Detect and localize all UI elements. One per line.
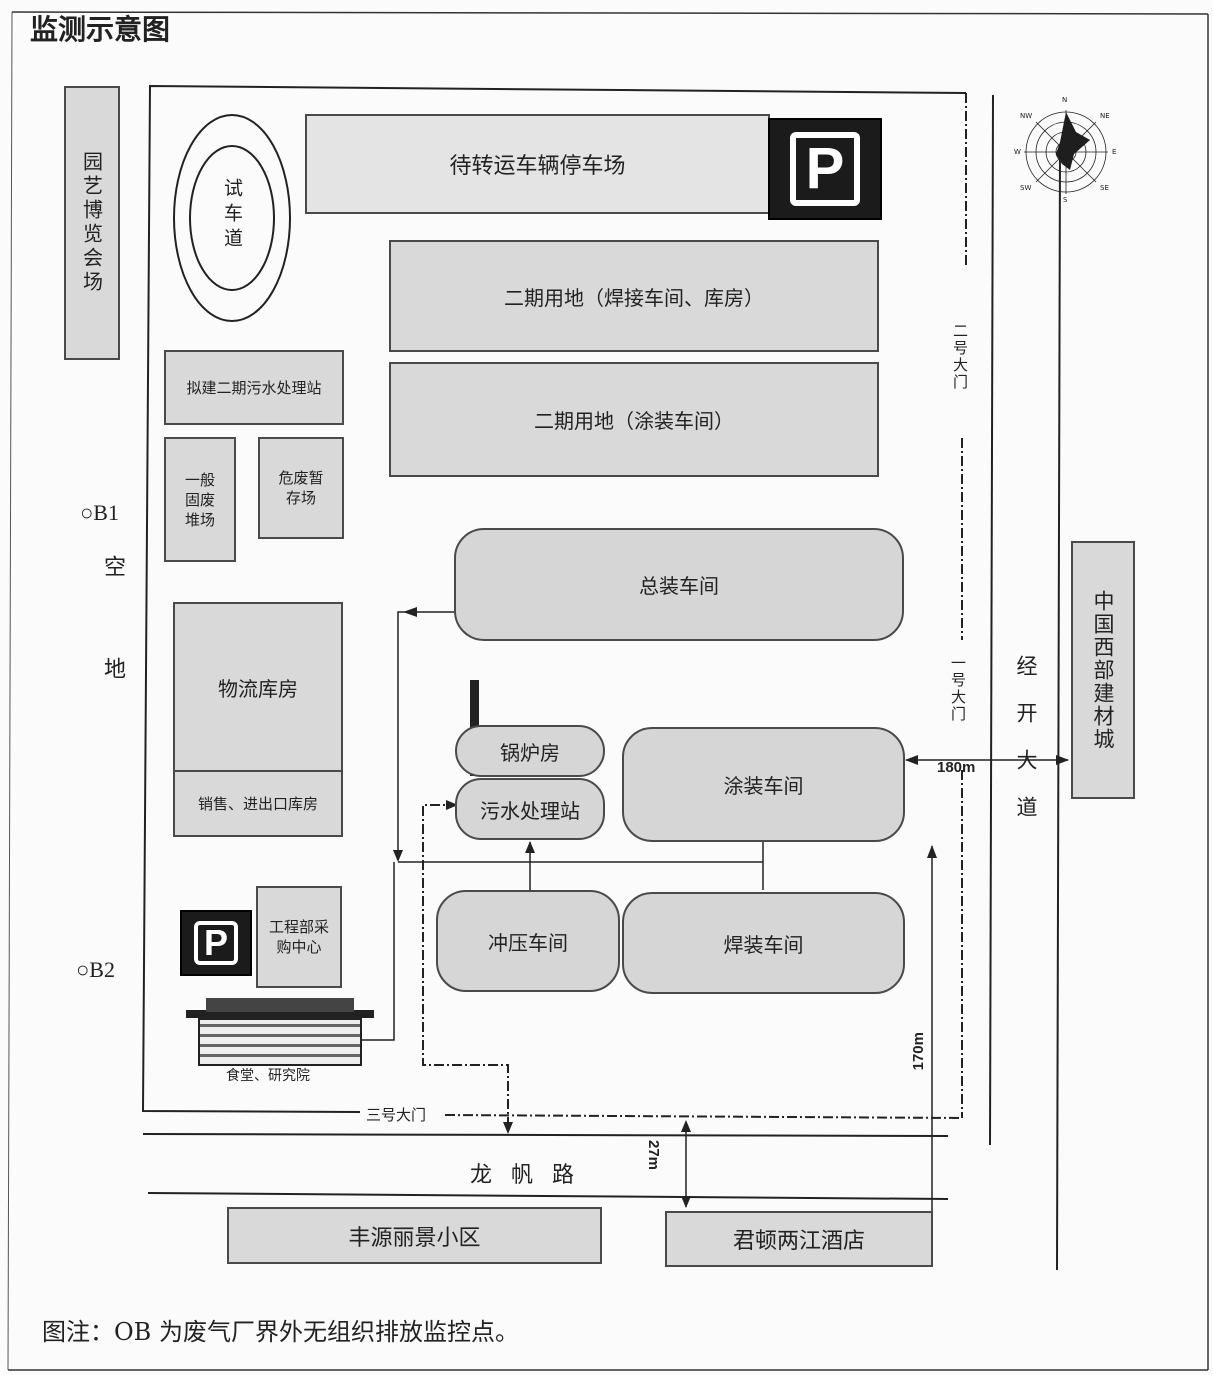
compass-nw: NW bbox=[1020, 112, 1033, 120]
hazardous-waste-storage: 危废暂存场 bbox=[258, 437, 344, 539]
ob2-label: ○B2 bbox=[76, 957, 115, 982]
distance-170m: 170m bbox=[910, 1032, 927, 1071]
paint-workshop: 涂装车间 bbox=[622, 727, 905, 842]
figure-note: 图注：OB 为废气厂界外无组织排放监控点。 bbox=[42, 1318, 519, 1346]
distance-27m: 27m bbox=[645, 1140, 662, 1171]
gate-3-label: 三号大门 bbox=[366, 1104, 427, 1125]
diagram-title: 监测示意图 bbox=[30, 13, 171, 46]
parking-icon: P bbox=[768, 118, 882, 220]
stamping-workshop: 冲压车间 bbox=[436, 890, 620, 992]
junton-liangjiang-hotel: 君顿两江酒店 bbox=[665, 1211, 933, 1267]
logistics-warehouse: 物流库房 bbox=[173, 602, 343, 772]
expo-venue: 园艺博览会场 bbox=[64, 86, 120, 360]
parking-lot: 待转运车辆停车场 bbox=[305, 114, 770, 214]
wind-rose-icon: N NE E SE S SW W NW bbox=[1014, 96, 1117, 204]
jingkai-avenue-label: 经开大道 bbox=[1014, 655, 1038, 843]
fengyuan-lijing-community: 丰源丽景小区 bbox=[227, 1207, 602, 1264]
parking-sign: P bbox=[789, 132, 861, 206]
test-track-label: 试车道 bbox=[221, 178, 243, 253]
gate-2-label: 二号大门 bbox=[950, 323, 971, 391]
general-waste-yard: 一般固废堆场 bbox=[164, 437, 236, 562]
ob1-label: ○B1 bbox=[80, 500, 119, 525]
engineering-procurement-center: 工程部采购中心 bbox=[256, 886, 342, 988]
parking-icon-small: P bbox=[180, 910, 252, 976]
vacant-land-label: 空地 bbox=[100, 555, 125, 759]
distance-180m: 180m bbox=[937, 759, 976, 776]
compass-e: E bbox=[1112, 148, 1117, 156]
compass-se: SE bbox=[1100, 184, 1109, 192]
gate-1-label: 一号大门 bbox=[948, 655, 969, 723]
longfan-road-label: 龙 帆 路 bbox=[470, 1163, 580, 1188]
compass-ne: NE bbox=[1100, 112, 1110, 120]
boiler-room: 锅炉房 bbox=[455, 725, 605, 777]
phase2-welding-land: 二期用地（焊接车间、库房） bbox=[389, 240, 879, 352]
canteen-building-icon bbox=[186, 998, 374, 1068]
general-assembly-workshop: 总装车间 bbox=[454, 528, 904, 641]
wind-rose-graphic bbox=[1024, 110, 1108, 194]
phase2-painting-land: 二期用地（涂装车间） bbox=[389, 362, 879, 477]
compass-sw: SW bbox=[1020, 184, 1032, 192]
compass-n: N bbox=[1062, 96, 1068, 104]
western-building-materials-city: 中国西部建材城 bbox=[1071, 541, 1135, 799]
sewage-treatment-station: 污水处理站 bbox=[455, 778, 605, 840]
canteen-label: 食堂、研究院 bbox=[226, 1068, 310, 1084]
parking-sign-small: P bbox=[193, 921, 238, 965]
sales-warehouse: 销售、进出口库房 bbox=[173, 770, 343, 837]
welding-workshop: 焊装车间 bbox=[622, 892, 905, 994]
compass-w: W bbox=[1014, 148, 1021, 156]
compass-s: S bbox=[1063, 196, 1068, 204]
proposed-sewage-station: 拟建二期污水处理站 bbox=[164, 350, 344, 425]
